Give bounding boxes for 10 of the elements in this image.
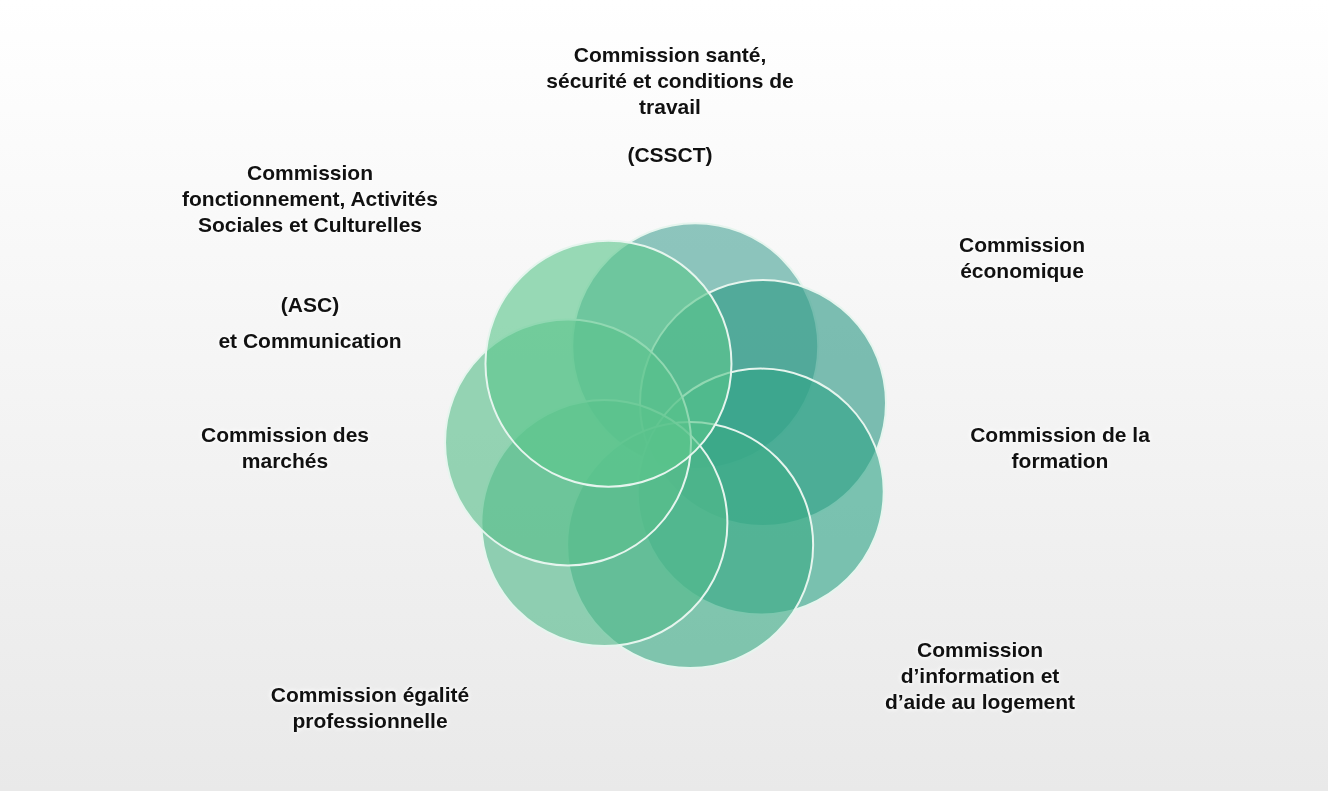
commission-label: Commission égalité professionnelle <box>269 682 471 734</box>
commission-label: Commission d’information et d’aide au logement <box>883 637 1077 715</box>
commission-label: Commission économique <box>958 232 1086 284</box>
commission-label: Commission des marchés <box>199 422 370 474</box>
commission-label: et Communication <box>217 328 403 354</box>
commission-label: Commission de la formation <box>969 422 1151 474</box>
commission-label: (ASC) <box>279 292 341 318</box>
commission-label: Commission fonctionnement, Activités Sociales et Culturelles <box>181 160 439 238</box>
commission-label: (CSSCT) <box>626 142 714 168</box>
commission-label: Commission santé, sécurité et conditions de travail <box>545 42 795 120</box>
